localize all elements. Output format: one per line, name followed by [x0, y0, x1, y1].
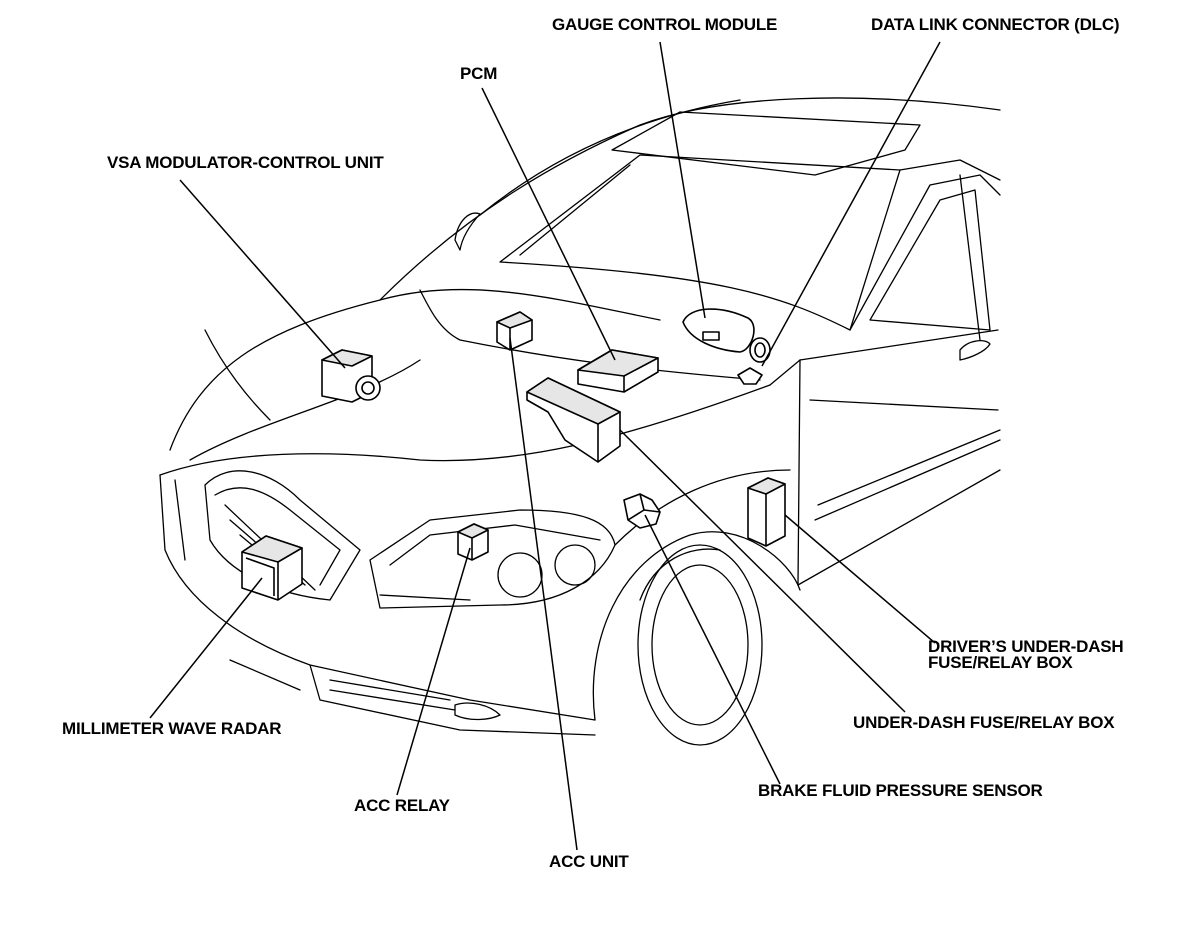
leader-lines [149, 41, 941, 851]
label-under-dash-fuse-relay-box: UNDER-DASH FUSE/RELAY BOX [853, 713, 1115, 732]
label-gauge-control-module: GAUGE CONTROL MODULE [552, 15, 778, 34]
label-vsa-modulator: VSA MODULATOR-CONTROL UNIT [107, 153, 384, 172]
millimeter-wave-radar-shape [241, 535, 303, 601]
acc-unit-shape [496, 311, 533, 351]
label-millimeter-wave-radar: MILLIMETER WAVE RADAR [62, 719, 282, 738]
gauge-control-module-shape [682, 308, 771, 363]
label-data-link-connector: DATA LINK CONNECTOR (DLC) [871, 15, 1120, 34]
label-drivers-under-dash-line2: FUSE/RELAY BOX [928, 653, 1073, 672]
brake-fluid-pressure-sensor-shape [623, 493, 661, 529]
car-body [159, 97, 1001, 746]
pcm-shape [577, 349, 659, 393]
drivers-under-dash-fuse-box-shape [747, 477, 786, 547]
vsa-modulator-shape [321, 349, 381, 403]
acc-relay-shape [457, 523, 489, 561]
under-dash-fuse-box-shape [526, 377, 621, 463]
label-drivers-under-dash-line1: DRIVER’S UNDER-DASH [928, 637, 1124, 656]
label-brake-fluid-pressure-sensor: BRAKE FLUID PRESSURE SENSOR [758, 781, 1043, 800]
label-acc-relay: ACC RELAY [354, 796, 450, 815]
label-pcm: PCM [460, 64, 498, 83]
dlc-shape [737, 367, 763, 385]
label-acc-unit: ACC UNIT [549, 852, 629, 871]
